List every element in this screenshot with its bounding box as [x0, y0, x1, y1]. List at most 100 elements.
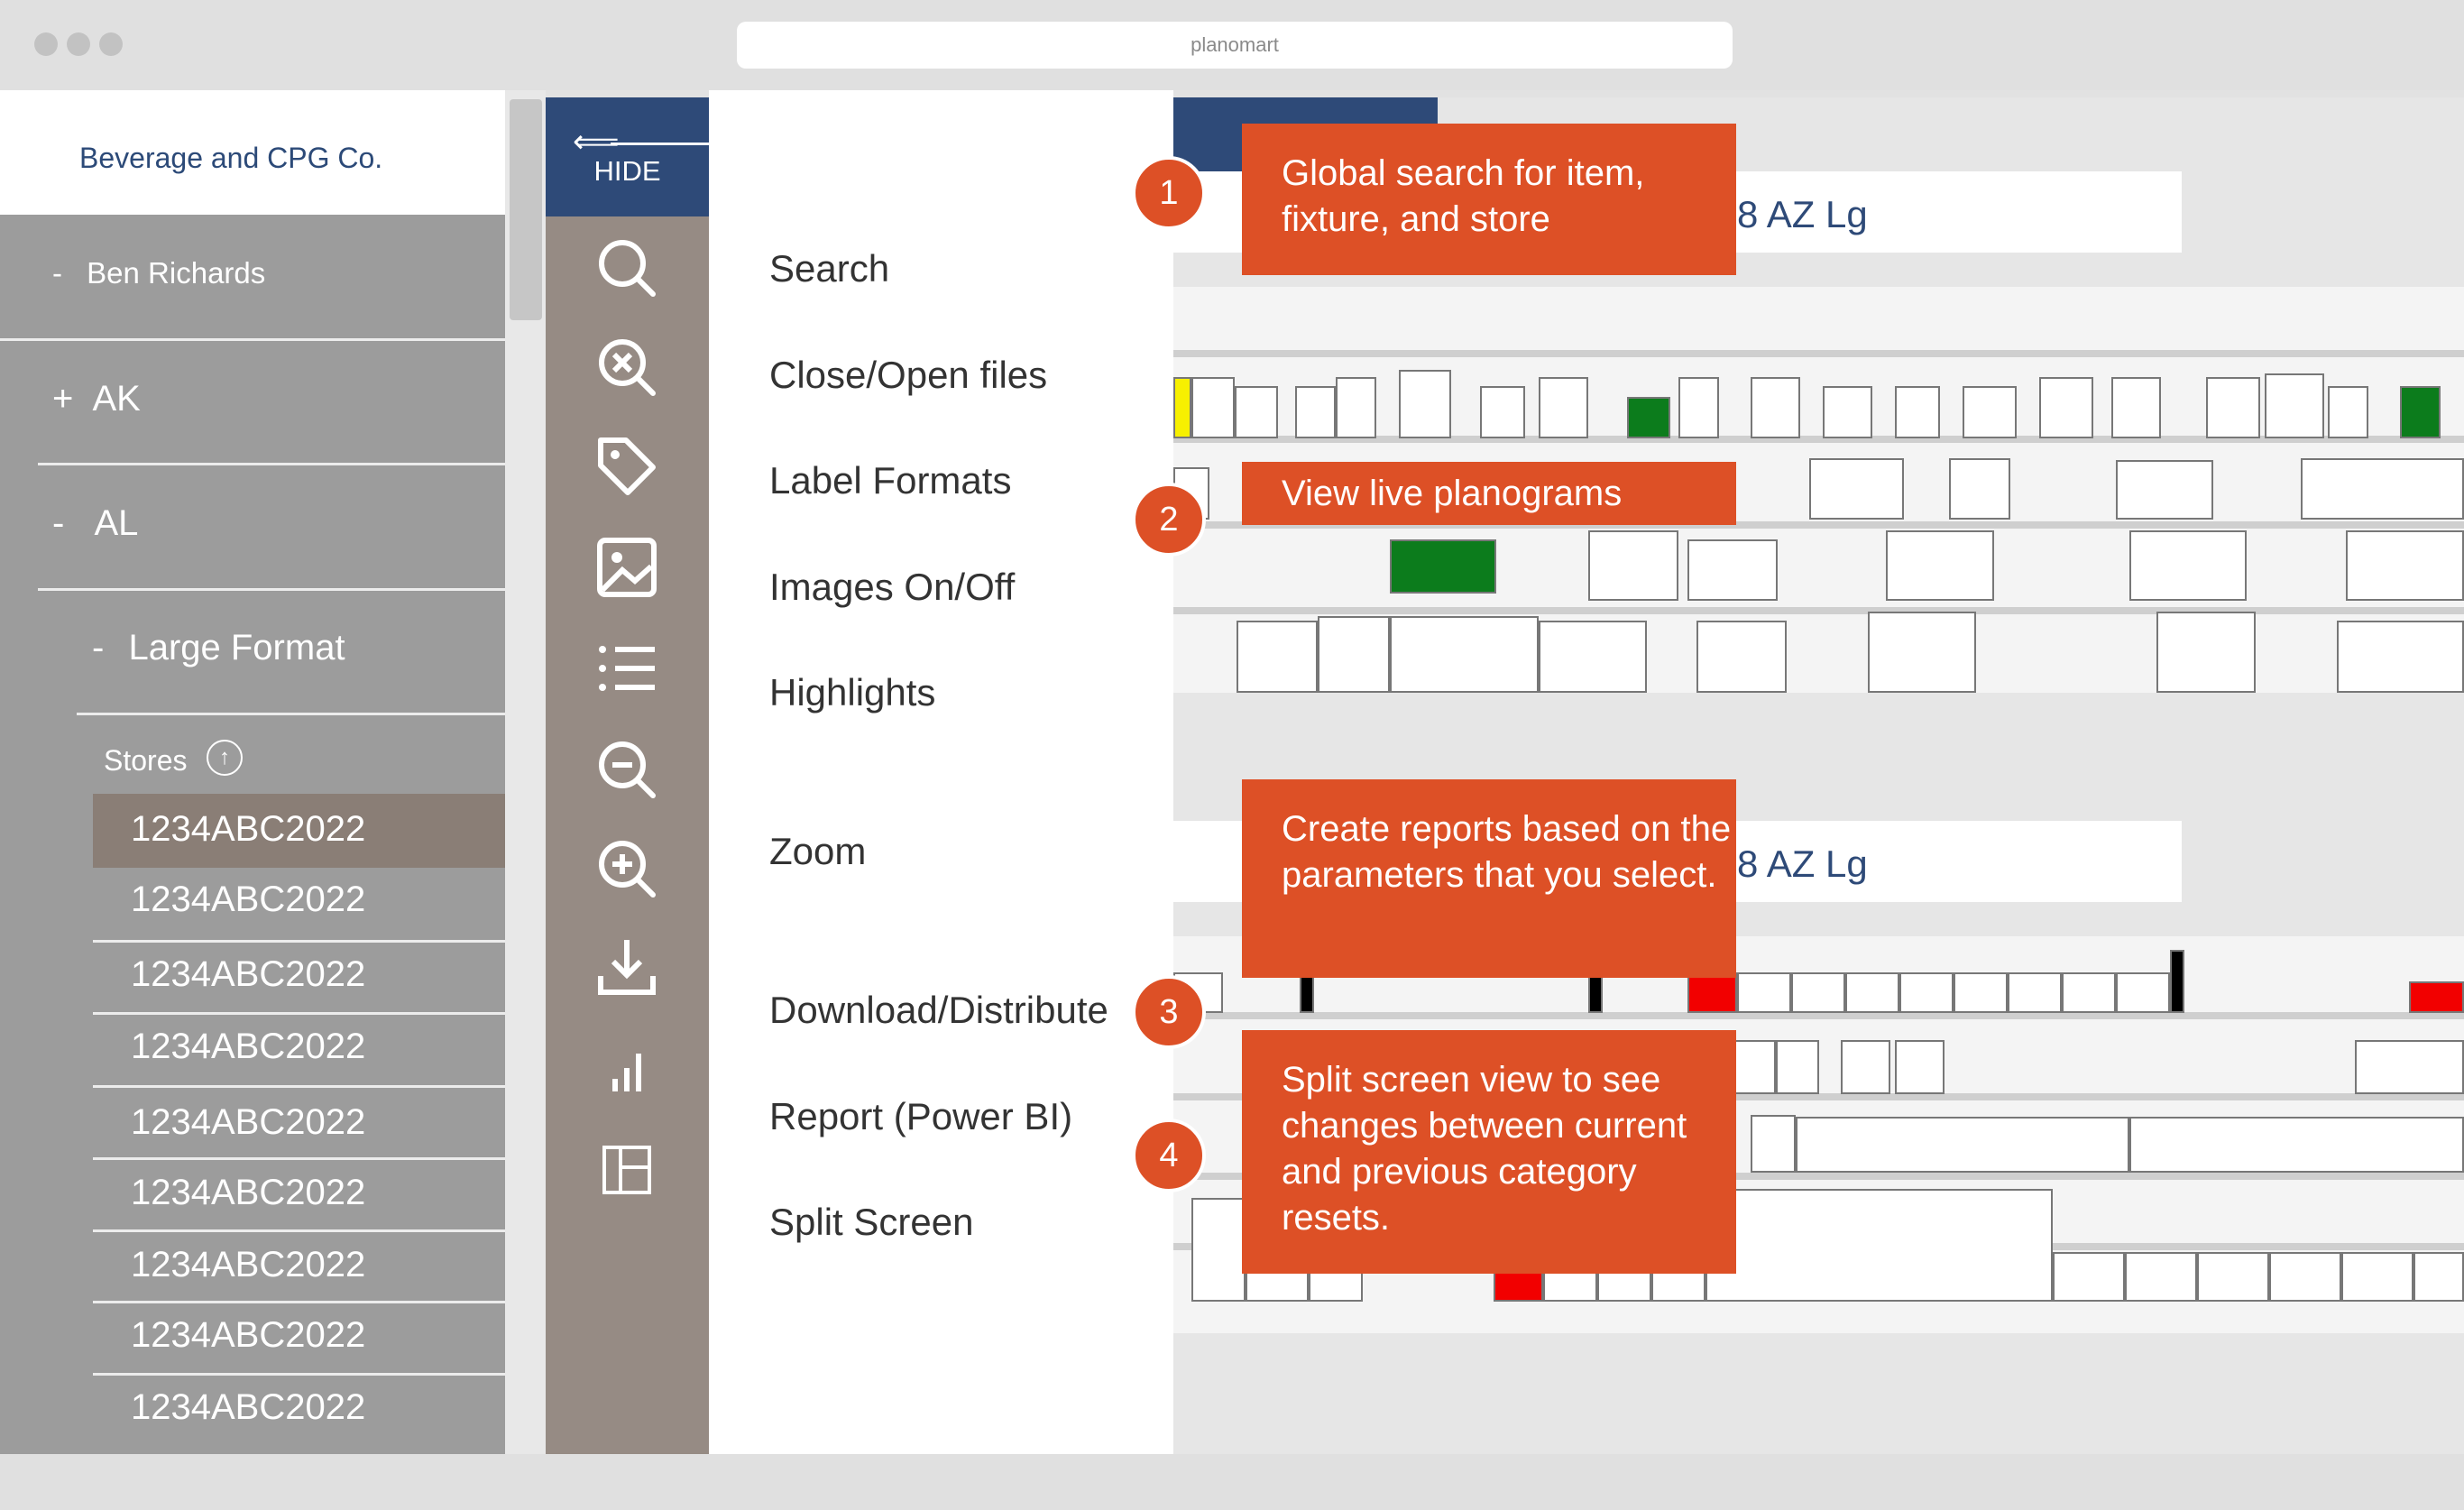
tree-item-ak[interactable]: + AK	[52, 379, 141, 419]
sidebar-scroll-thumb[interactable]	[510, 99, 542, 320]
product-facing[interactable]	[1737, 972, 1791, 1013]
product-facing[interactable]	[2355, 1040, 2464, 1094]
tree-item-large-format[interactable]: - Large Format	[92, 628, 345, 668]
product-facing[interactable]	[2301, 458, 2464, 520]
collapse-toggle[interactable]: -	[92, 628, 105, 668]
product-facing[interactable]	[1687, 972, 1737, 1013]
tag-icon[interactable]	[595, 435, 658, 498]
product-facing[interactable]	[1539, 377, 1588, 438]
tree-item-user[interactable]: - Ben Richards	[52, 256, 265, 290]
product-facing[interactable]	[1809, 458, 1904, 520]
product-facing[interactable]	[1539, 621, 1647, 693]
product-facing[interactable]	[1949, 458, 2010, 520]
product-facing[interactable]	[1823, 386, 1872, 438]
product-facing[interactable]	[2008, 972, 2062, 1013]
label-close-open-files[interactable]: Close/Open files	[769, 354, 1048, 396]
product-facing[interactable]	[2039, 377, 2093, 438]
download-icon[interactable]	[595, 936, 658, 999]
product-facing[interactable]	[2129, 530, 2247, 601]
zoom-out-icon[interactable]	[595, 738, 658, 801]
product-facing[interactable]	[1895, 386, 1940, 438]
store-item[interactable]: 1234ABC2022	[131, 1245, 366, 1284]
store-item[interactable]: 1234ABC2022	[131, 1315, 366, 1355]
product-facing[interactable]	[2206, 377, 2260, 438]
product-facing[interactable]	[1751, 1115, 1796, 1173]
product-facing[interactable]	[2111, 377, 2161, 438]
window-close-dot[interactable]	[34, 32, 58, 56]
product-facing[interactable]	[1399, 370, 1451, 438]
address-bar[interactable]: planomart	[737, 22, 1733, 69]
product-facing[interactable]	[1796, 1117, 2129, 1173]
store-item[interactable]: 1234ABC2022	[131, 954, 366, 994]
product-facing[interactable]	[1627, 397, 1670, 438]
product-facing[interactable]	[1791, 972, 1845, 1013]
product-facing[interactable]	[1191, 1198, 1246, 1302]
sort-up-icon[interactable]: ↑	[207, 740, 243, 776]
product-facing[interactable]	[2269, 1252, 2341, 1302]
product-facing[interactable]	[1390, 616, 1539, 693]
hide-button[interactable]: ⟸ HIDE	[546, 97, 709, 216]
product-facing[interactable]	[1588, 530, 1678, 601]
product-facing[interactable]	[2156, 612, 2256, 693]
product-facing[interactable]	[1696, 621, 1787, 693]
product-facing[interactable]	[1318, 616, 1390, 693]
collapse-toggle[interactable]: -	[52, 503, 65, 543]
product-facing[interactable]	[1678, 377, 1719, 438]
label-split-screen[interactable]: Split Screen	[769, 1201, 974, 1243]
product-facing[interactable]	[1336, 377, 1376, 438]
collapse-toggle[interactable]: -	[52, 256, 62, 290]
label-search[interactable]: Search	[769, 247, 890, 290]
split-screen-icon[interactable]	[595, 1138, 658, 1202]
store-item[interactable]: 1234ABC2022	[131, 879, 366, 919]
product-facing[interactable]	[2328, 386, 2368, 438]
close-search-icon[interactable]	[595, 336, 658, 399]
product-facing[interactable]	[1173, 377, 1191, 438]
product-facing[interactable]	[1705, 1189, 2053, 1302]
product-facing[interactable]	[1295, 386, 1336, 438]
product-facing[interactable]	[1751, 377, 1800, 438]
product-facing[interactable]	[2116, 972, 2170, 1013]
window-minimize-dot[interactable]	[67, 32, 90, 56]
zoom-in-icon[interactable]	[595, 837, 658, 900]
label-label-formats[interactable]: Label Formats	[769, 459, 1012, 502]
store-item[interactable]: 1234ABC2022	[131, 809, 366, 849]
product-facing[interactable]	[1235, 386, 1278, 438]
product-facing[interactable]	[2341, 1252, 2413, 1302]
label-report-power-bi[interactable]: Report (Power BI)	[769, 1095, 1073, 1137]
product-facing[interactable]	[2413, 1252, 2464, 1302]
product-facing[interactable]	[2346, 530, 2464, 601]
product-facing[interactable]	[1191, 377, 1235, 438]
product-facing[interactable]	[1886, 530, 1994, 601]
product-facing[interactable]	[2170, 950, 2184, 1013]
product-facing[interactable]	[1237, 621, 1318, 693]
product-facing[interactable]	[2116, 460, 2213, 520]
label-zoom[interactable]: Zoom	[769, 830, 867, 872]
product-facing[interactable]	[1390, 539, 1496, 594]
product-facing[interactable]	[1954, 972, 2008, 1013]
label-images-on-off[interactable]: Images On/Off	[769, 566, 1016, 608]
search-icon[interactable]	[595, 236, 658, 299]
store-item[interactable]: 1234ABC2022	[131, 1102, 366, 1142]
product-facing[interactable]	[2053, 1252, 2125, 1302]
product-facing[interactable]	[1480, 386, 1525, 438]
store-item[interactable]: 1234ABC2022	[131, 1027, 366, 1066]
product-facing[interactable]	[2129, 1117, 2464, 1173]
image-icon[interactable]	[595, 536, 658, 599]
product-facing[interactable]	[2409, 981, 2464, 1013]
product-facing[interactable]	[2125, 1252, 2197, 1302]
product-facing[interactable]	[2197, 1252, 2269, 1302]
bar-chart-icon[interactable]	[595, 1037, 658, 1100]
window-maximize-dot[interactable]	[99, 32, 123, 56]
product-facing[interactable]	[1687, 539, 1778, 601]
product-facing[interactable]	[1845, 972, 1899, 1013]
store-item[interactable]: 1234ABC2022	[131, 1173, 366, 1212]
expand-toggle[interactable]: +	[52, 379, 74, 419]
product-facing[interactable]	[1868, 612, 1976, 693]
product-facing[interactable]	[1963, 386, 2017, 438]
list-icon[interactable]	[595, 637, 658, 700]
tree-item-al[interactable]: - AL	[52, 503, 138, 544]
product-facing[interactable]	[2337, 621, 2464, 693]
product-facing[interactable]	[2062, 972, 2116, 1013]
product-facing[interactable]	[1733, 1040, 1776, 1094]
product-facing[interactable]	[2400, 386, 2441, 438]
